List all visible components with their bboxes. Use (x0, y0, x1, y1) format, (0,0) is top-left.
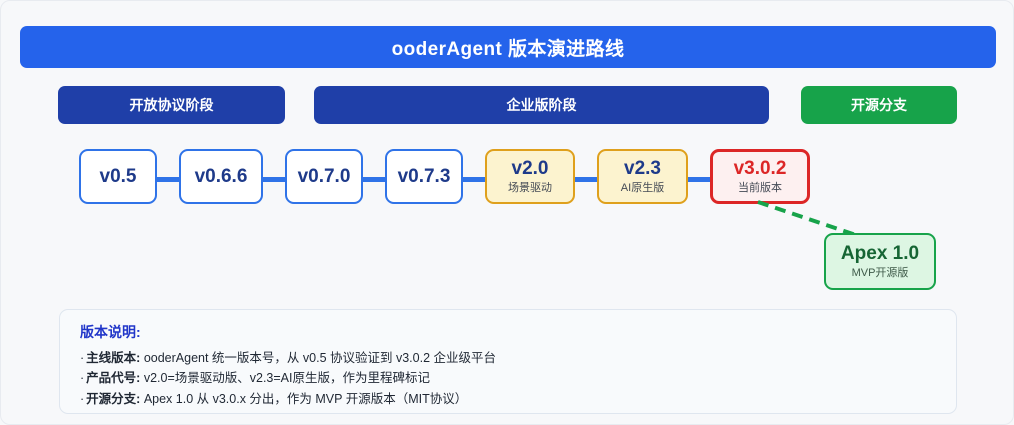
version-node-v0-5[interactable]: v0.5 (79, 149, 157, 204)
legend-item-text: v2.0=场景驱动版、v2.3=AI原生版，作为里程碑标记 (140, 371, 430, 386)
legend-panel: 版本说明: ·主线版本: ooderAgent 统一版本号，从 v0.5 协议验… (59, 309, 957, 414)
legend-item-key: 开源分支: (86, 391, 141, 406)
version-label: Apex 1.0 (840, 242, 920, 264)
legend-item: ·产品代号: v2.0=场景驱动版、v2.3=AI原生版，作为里程碑标记 (80, 368, 936, 388)
version-node-apex-1-0[interactable]: Apex 1.0 MVP开源版 (824, 233, 936, 290)
version-subtitle: 场景驱动 (508, 181, 552, 194)
legend-item-text: ooderAgent 统一版本号，从 v0.5 协议验证到 v3.0.2 企业级… (140, 351, 496, 365)
legend-item-text: Apex 1.0 从 v3.0.x 分出，作为 MVP 开源版本（MIT协议） (140, 391, 468, 406)
version-node-v2-0[interactable]: v2.0 场景驱动 (485, 149, 575, 204)
version-subtitle: 当前版本 (738, 181, 782, 194)
legend-title: 版本说明: (80, 324, 141, 340)
stage-label: 企业版阶段 (506, 97, 577, 113)
stage-bar-open-protocol: 开放协议阶段 (58, 86, 285, 124)
version-label: v0.6.6 (194, 165, 248, 187)
version-subtitle: AI原生版 (620, 181, 665, 194)
version-node-v0-7-3[interactable]: v0.7.3 (385, 149, 463, 204)
page-title-banner: ooderAgent 版本演进路线 (20, 26, 996, 68)
connector-v05-v066 (157, 177, 179, 182)
legend-item: ·主线版本: ooderAgent 统一版本号，从 v0.5 协议验证到 v3.… (80, 348, 936, 368)
legend-item: ·开源分支: Apex 1.0 从 v3.0.x 分出，作为 MVP 开源版本（… (80, 389, 936, 409)
stage-label: 开放协议阶段 (129, 97, 214, 113)
legend-item-key: 产品代号: (86, 371, 141, 386)
connector-v20-v23 (575, 177, 597, 182)
version-label: v2.0 (511, 157, 549, 179)
connector-v066-v070 (263, 177, 285, 182)
stage-bar-enterprise: 企业版阶段 (314, 86, 769, 124)
legend-bullet: · (80, 391, 85, 406)
version-subtitle: MVP开源版 (851, 266, 909, 279)
stage-bar-open-source: 开源分支 (801, 86, 957, 124)
stage-label: 开源分支 (851, 97, 907, 113)
version-label: v2.3 (624, 157, 661, 179)
version-node-v0-6-6[interactable]: v0.6.6 (179, 149, 263, 204)
legend-bullet: · (80, 351, 85, 365)
connector-v070-v073 (363, 177, 385, 182)
version-label: v0.7.3 (397, 165, 451, 187)
connector-v073-v20 (463, 177, 485, 182)
legend-bullet: · (80, 371, 85, 386)
version-label: v0.5 (99, 165, 137, 187)
version-label: v3.0.2 (733, 157, 787, 179)
page-title: ooderAgent 版本演进路线 (391, 38, 625, 60)
version-node-v3-0-2[interactable]: v3.0.2 当前版本 (710, 149, 810, 204)
connector-v23-v302 (688, 177, 710, 182)
version-node-v0-7-0[interactable]: v0.7.0 (285, 149, 363, 204)
version-node-v2-3[interactable]: v2.3 AI原生版 (597, 149, 688, 204)
legend-item-key: 主线版本: (86, 351, 141, 365)
version-label: v0.7.0 (297, 165, 351, 187)
